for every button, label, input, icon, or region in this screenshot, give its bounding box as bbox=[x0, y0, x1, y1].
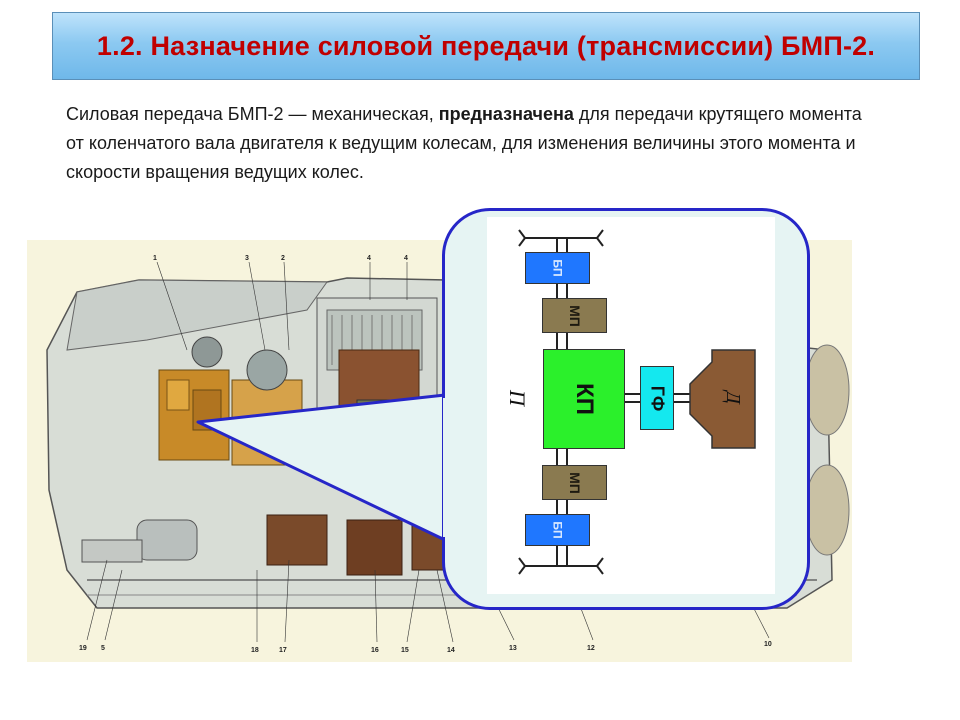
scheme-side-text: П bbox=[504, 390, 530, 406]
callout-number: 17 bbox=[279, 647, 287, 654]
bp-top-label: БП bbox=[550, 259, 565, 277]
callout-seam bbox=[443, 398, 449, 537]
intro-text-2: для передачи крутящего момента от коленч… bbox=[66, 104, 862, 182]
slide-title: 1.2. Назначение силовой передачи (трансм… bbox=[96, 30, 876, 61]
callout-number: 10 bbox=[764, 641, 772, 648]
intro-paragraph: Силовая передача БМП-2 — механическая, п… bbox=[66, 100, 866, 187]
intro-text-1: Силовая передача БМП-2 — механическая, bbox=[66, 104, 439, 124]
mp-top-block: МП bbox=[542, 298, 607, 333]
title-bar: 1.2. Назначение силовой передачи (трансм… bbox=[52, 12, 920, 80]
kp-block: КП bbox=[543, 349, 625, 449]
callout-number: 2 bbox=[281, 255, 285, 262]
callout-number: 12 bbox=[587, 645, 595, 652]
kp-label: КП bbox=[571, 383, 598, 415]
bp-bottom-label: БП bbox=[550, 521, 565, 539]
mp-bottom-block: МП bbox=[542, 465, 607, 500]
engine-label: Д bbox=[721, 391, 744, 404]
gf-block: ГФ bbox=[640, 366, 674, 430]
bp-top-block: БП bbox=[525, 252, 590, 284]
scheme-side-label: П bbox=[497, 386, 537, 410]
mp-bottom-label: МП bbox=[566, 471, 583, 494]
gf-label: ГФ bbox=[647, 385, 668, 411]
callout-number: 19 bbox=[79, 645, 87, 652]
callout-number: 4 bbox=[404, 255, 408, 262]
callout-number: 15 bbox=[401, 647, 409, 654]
callout-number: 14 bbox=[447, 647, 455, 654]
callout-number: 5 bbox=[101, 645, 105, 652]
callout-number: 3 bbox=[245, 255, 249, 262]
callout-number: 16 bbox=[371, 647, 379, 654]
bp-bottom-block: БП bbox=[525, 514, 590, 546]
intro-bold-word: предназначена bbox=[438, 104, 574, 124]
mp-top-label: МП bbox=[566, 304, 583, 327]
callout-number: 1 bbox=[153, 255, 157, 262]
callout-number: 18 bbox=[251, 647, 259, 654]
callout-number: 4 bbox=[367, 255, 371, 262]
callout-number: 13 bbox=[509, 645, 517, 652]
